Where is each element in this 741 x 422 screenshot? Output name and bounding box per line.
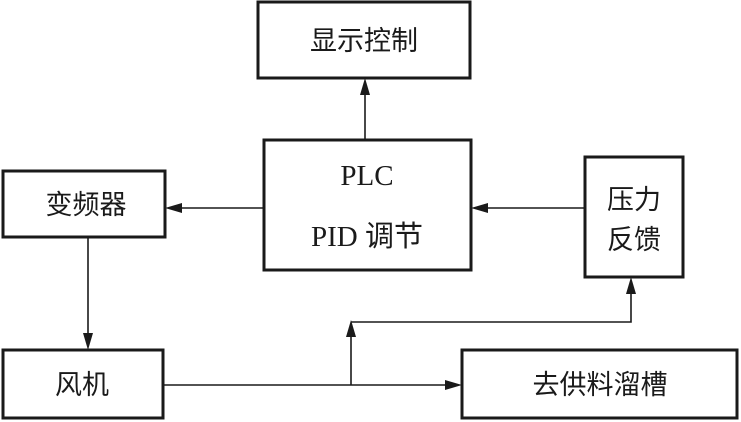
arrowhead-up-branch [346,320,356,337]
pid-label: PID 调节 [311,220,423,253]
arrowhead-right-trough [445,380,462,390]
plc-label: PLC [340,160,393,192]
display-control-label: 显示控制 [310,26,418,57]
arrowhead-up-display [360,78,370,95]
fan-box [1,348,165,420]
arrowhead-down-fan [83,333,93,350]
plc-box [262,138,473,272]
inverter-box [1,169,167,239]
arrowhead-up-feedback [626,277,636,294]
display-control-box [256,0,472,80]
pressure-feedback-box [583,155,685,279]
feedback-label: 反馈 [607,225,661,256]
arrowhead-left-plc [471,203,488,213]
pressure-label: 压力 [607,185,661,216]
inverter-label: 变频器 [46,190,127,221]
supply-trough-label: 去供料溜槽 [533,370,668,401]
supply-trough-box [460,348,739,420]
fan-label: 风机 [55,370,109,401]
branch-to-feedback-line [351,292,632,323]
arrowhead-left-inverter [165,203,182,213]
